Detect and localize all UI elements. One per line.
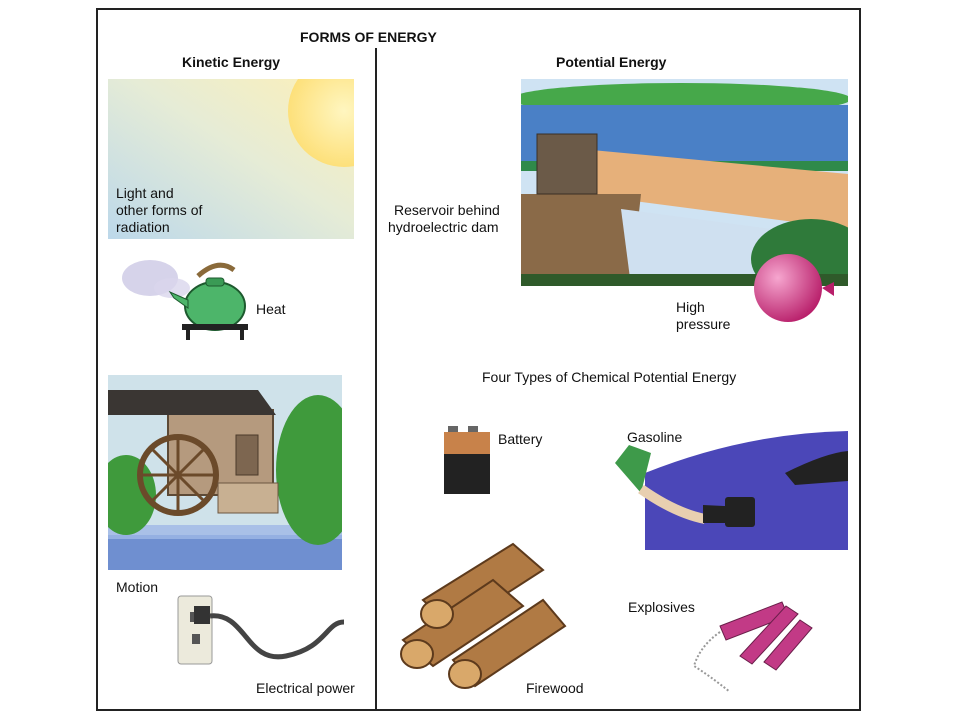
outlet-illustration — [177, 595, 345, 665]
reservoir-label-line2: hydroelectric dam — [388, 219, 499, 235]
glove-icon — [615, 445, 651, 493]
battery-label: Battery — [498, 431, 543, 447]
firewood-illustration — [400, 542, 567, 689]
spillway-water — [621, 209, 791, 286]
chemical-heading: Four Types of Chemical Potential Energy — [482, 369, 737, 385]
explosives-label: Explosives — [628, 599, 695, 615]
plug-icon — [194, 606, 210, 624]
battery-illustration — [444, 426, 490, 494]
light-label-line1: Light and — [116, 185, 174, 201]
light-label-line3: radiation — [116, 219, 170, 235]
balloon-icon — [754, 254, 822, 322]
fuel-nozzle-icon — [703, 505, 745, 523]
electrical-label: Electrical power — [256, 680, 355, 696]
pressure-label-line1: High — [676, 299, 705, 315]
balloon-illustration — [754, 254, 834, 322]
kettle-handle — [196, 262, 236, 278]
dam-gates — [536, 133, 598, 195]
gasoline-label: Gasoline — [627, 429, 683, 445]
gasoline-illustration — [615, 431, 848, 550]
motion-label: Motion — [116, 579, 159, 595]
column-divider — [375, 48, 377, 711]
mill-roof — [108, 390, 276, 415]
dam-illustration — [521, 79, 848, 286]
light-label-line2: other forms of — [116, 202, 203, 218]
power-cord — [209, 613, 345, 660]
watermill-illustration — [108, 375, 342, 570]
kinetic-heading: Kinetic Energy — [182, 54, 281, 70]
car-icon — [645, 431, 848, 550]
kettle-icon — [184, 281, 246, 331]
reservoir-label-line1: Reservoir behind — [394, 202, 500, 218]
kettle-illustration — [122, 260, 248, 340]
heat-label: Heat — [256, 301, 286, 317]
diagram-title: FORMS OF ENERGY — [300, 29, 437, 45]
pressure-label-line2: pressure — [676, 316, 731, 332]
fuse-icon — [692, 631, 731, 693]
explosives-illustration — [692, 601, 813, 693]
potential-heading: Potential Energy — [556, 54, 667, 70]
dam-wall — [581, 149, 848, 229]
sunlight-illustration — [108, 79, 354, 239]
sun-icon — [288, 79, 354, 167]
firewood-label: Firewood — [526, 680, 584, 696]
stove-burner — [182, 324, 248, 330]
